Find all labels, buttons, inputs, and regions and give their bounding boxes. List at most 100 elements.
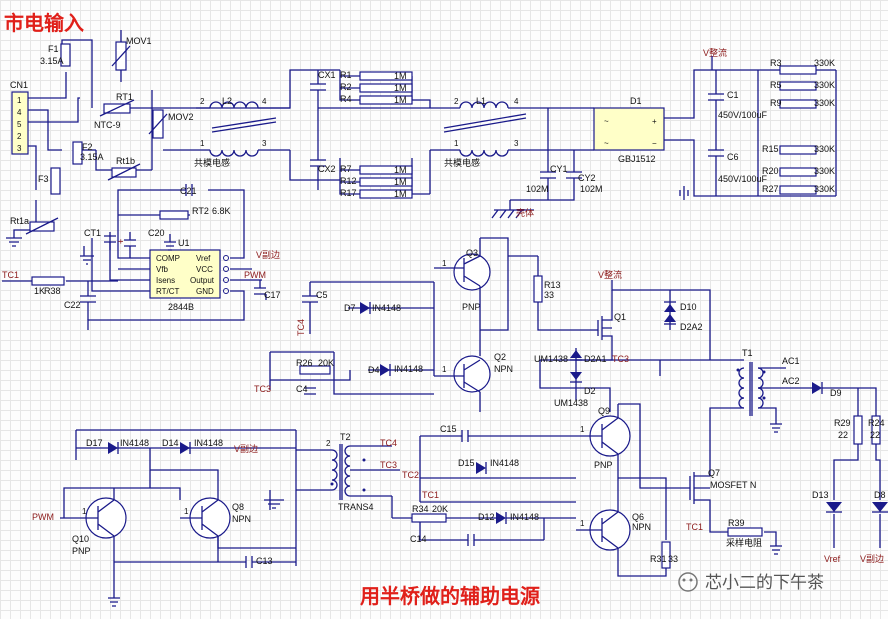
ct1-label: CT1	[84, 228, 101, 238]
tc3-net-label-2: TC3	[612, 354, 629, 364]
q2-pin: 1	[442, 365, 447, 374]
capacitor-c6	[708, 149, 724, 157]
f2-value: 3.15A	[80, 152, 104, 162]
ground-icon	[770, 545, 782, 555]
resistor-r38	[31, 276, 65, 286]
diode-d2a1: D2A1	[570, 350, 607, 364]
c22-label: C22	[64, 300, 81, 310]
q9-pin: 1	[580, 425, 585, 434]
mains-line-wires	[130, 69, 340, 181]
r31-label: R31	[650, 554, 667, 564]
r4-value: 1M	[394, 95, 407, 105]
d4-label: D4	[368, 365, 380, 375]
r29-label: R29	[834, 418, 851, 428]
l1-pin: 3	[514, 139, 519, 148]
diode-d2: D2	[570, 372, 596, 396]
r12-value: 1M	[394, 177, 407, 187]
dc-bus-wires	[664, 69, 837, 197]
capacitor-c13	[114, 536, 296, 568]
u1-pin-gnd: GND	[196, 287, 214, 296]
u1-pin-output: Output	[190, 276, 215, 285]
l1-label: L1	[476, 96, 486, 106]
pwm-net-label-2: PWM	[32, 512, 54, 522]
c13-label: C13	[256, 556, 273, 566]
resistor-r13	[533, 275, 543, 303]
r20-value: 330K	[814, 166, 835, 176]
pwm-wires	[60, 470, 181, 519]
l1-pin: 4	[514, 97, 519, 106]
resistor-rt2	[159, 210, 189, 220]
wechat-icon	[678, 572, 698, 592]
c6-value: 450V/100uF	[718, 174, 768, 184]
d14-label: D14	[162, 438, 179, 448]
d4-value: IN4148	[394, 364, 423, 374]
resistor-r29	[853, 415, 863, 445]
u1-label: U1	[178, 238, 190, 248]
ground-icon	[264, 499, 284, 509]
mov1-slash	[111, 45, 131, 67]
um1438-label-top: UM1438	[534, 354, 568, 364]
d1-label: D1	[630, 96, 642, 106]
tc4-net-label: TC4	[296, 319, 306, 336]
common-mode-choke-l1: L1 2 4 1 3 共模电感	[430, 96, 594, 168]
r39-value: 采样电阻	[726, 537, 762, 548]
cn1-pin: 3	[17, 144, 22, 153]
transistor-q2: 1 Q2 NPN	[442, 352, 513, 393]
u1-pin-vref: Vref	[196, 254, 211, 263]
cn1-pin: 5	[17, 120, 22, 129]
q8-label: Q8	[232, 502, 244, 512]
d15-label: D15	[458, 458, 475, 468]
r39-label: R39	[728, 518, 745, 528]
common-mode-choke-l2: L2 2 4 1 3 共模电感	[194, 96, 290, 168]
d14-value: IN4148	[194, 438, 223, 448]
fuse-f2	[72, 141, 83, 165]
diode-d15: D15 IN4148	[458, 458, 519, 474]
l1-pin: 2	[454, 97, 459, 106]
q10-type: PNP	[72, 546, 91, 556]
capacitor-c21	[185, 184, 193, 196]
transistor-q9: 1 Q9 PNP	[576, 404, 631, 478]
capacitor-ct1	[83, 235, 116, 256]
l2-value: 共模电感	[194, 157, 230, 168]
tc2-net-label: TC2	[402, 470, 419, 480]
t1-wires	[709, 359, 800, 470]
d17-value: IN4148	[120, 438, 149, 448]
q10-label: Q10	[72, 534, 89, 544]
d15-value: IN4148	[490, 458, 519, 468]
diode-d8: D8	[872, 490, 888, 513]
q3-label: Q3	[466, 248, 478, 258]
r38-label: R38	[44, 286, 61, 296]
ground-icon	[6, 237, 22, 247]
fuse-f3	[50, 167, 61, 195]
current-sense-wires	[2, 280, 118, 320]
cx-wires	[317, 70, 430, 190]
mov2-label: MOV2	[168, 112, 194, 122]
rt2-label: RT2	[192, 206, 209, 216]
r9-value: 330K	[814, 98, 835, 108]
r2-value: 1M	[394, 83, 407, 93]
d2a1-label: D2A1	[584, 354, 607, 364]
tc4-net-label-2: TC4	[380, 438, 397, 448]
cy1-label: CY1	[550, 164, 568, 174]
resistor-r26	[299, 365, 331, 375]
r24-value: 22	[870, 430, 880, 440]
l1-value: 共模电感	[444, 157, 480, 168]
r9-label: R9	[770, 98, 782, 108]
c21-label: C21	[180, 186, 197, 196]
q8-pin: 1	[184, 507, 189, 516]
v-aux-net-label-3: V副边	[234, 444, 258, 454]
input-wires	[13, 39, 153, 238]
r27-label: R27	[762, 184, 779, 194]
t2-label: T2	[340, 432, 351, 442]
r17-label: R17	[340, 188, 357, 198]
r12-label: R12	[340, 176, 357, 186]
r26-value: 20K	[318, 358, 334, 368]
q10-pin: 1	[82, 507, 87, 516]
ac1-label: AC1	[782, 356, 800, 366]
mosfet-q1: Q1	[597, 290, 626, 350]
u1-pin-comp: COMP	[156, 254, 180, 263]
ground-icon	[770, 423, 782, 433]
diode-d7: D7 IN4148	[344, 302, 401, 314]
chassis-label: 壳体	[516, 207, 534, 218]
r13-value: 33	[544, 290, 554, 300]
